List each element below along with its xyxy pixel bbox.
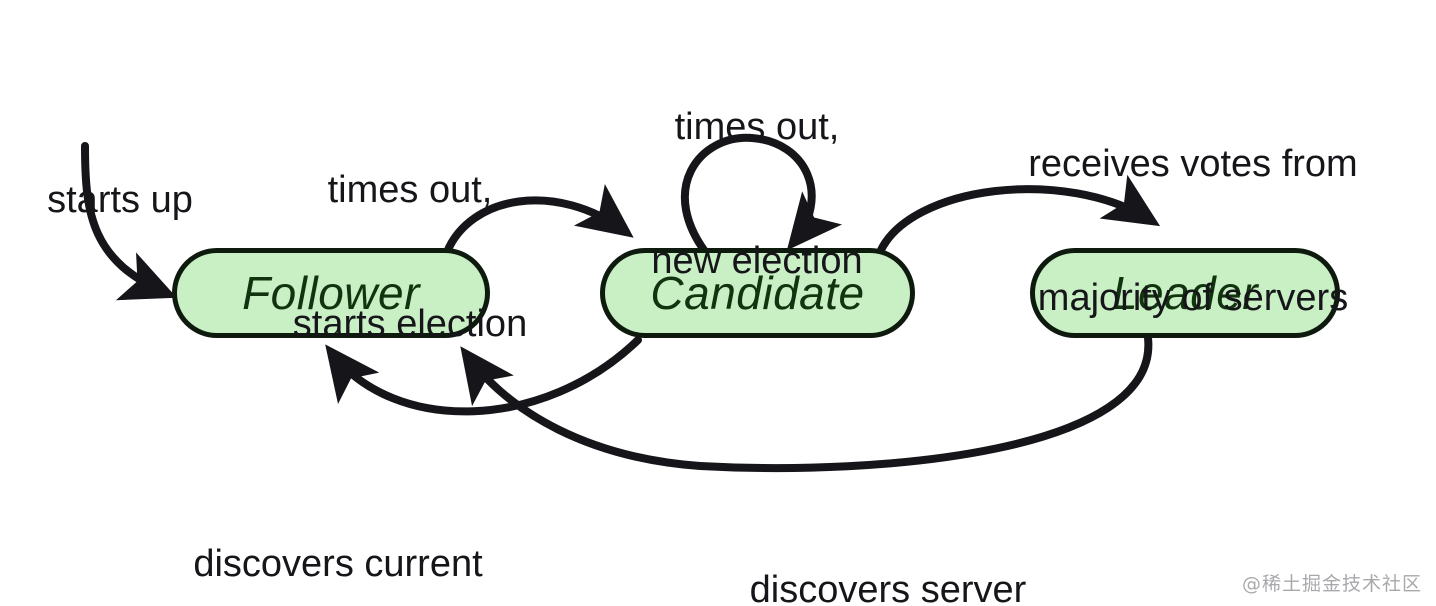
edge-label-discovers-server-higher-term: discovers server with higher term [678, 478, 1098, 606]
edge-label-times-out-new-election: times out, new election [587, 15, 927, 374]
edge-label-times-out-starts-election: times out, starts election [240, 78, 580, 437]
edge-label-times-out-new-election-line-2: new election [651, 240, 863, 283]
edge-start-to-follower [81, 142, 177, 301]
edge-leader-to-candidate [460, 334, 1153, 473]
state-node-follower[interactable]: Follower [172, 248, 490, 338]
edge-label-receives-votes-line-2: majority of servers [1037, 277, 1349, 320]
edge-label-discovers-server-higher-term-line-1: discovers server [749, 568, 1027, 606]
edge-label-times-out-starts-election-line-2: starts election [292, 303, 528, 346]
watermark: @稀土掘金技术社区 [1241, 573, 1422, 595]
edge-candidate-to-leader [876, 174, 1161, 256]
edge-label-receives-votes-line-1: receives votes from [1028, 142, 1358, 185]
edge-candidate-to-follower [325, 336, 642, 416]
edge-label-discovers-current-leader-line-1: discovers current [193, 542, 483, 585]
state-node-leader-label: Leader [1111, 267, 1259, 319]
edge-label-times-out-new-election-line-1: times out, [674, 105, 840, 148]
edge-label-discovers-current-leader: discovers current leader or new term [98, 452, 578, 606]
state-node-candidate-label: Candidate [650, 267, 865, 319]
edge-follower-to-candidate [443, 184, 634, 256]
edge-candidate-self-loop [680, 133, 843, 262]
edge-label-starts-up: starts up [20, 88, 220, 312]
state-node-leader[interactable]: Leader [1030, 248, 1340, 338]
edge-label-receives-votes: receives votes from majority of servers [953, 52, 1433, 411]
state-node-candidate[interactable]: Candidate [600, 248, 915, 338]
edge-label-starts-up-line-1: starts up [47, 178, 193, 221]
state-node-follower-label: Follower [242, 267, 420, 319]
edge-label-times-out-starts-election-line-1: times out, [327, 168, 493, 211]
